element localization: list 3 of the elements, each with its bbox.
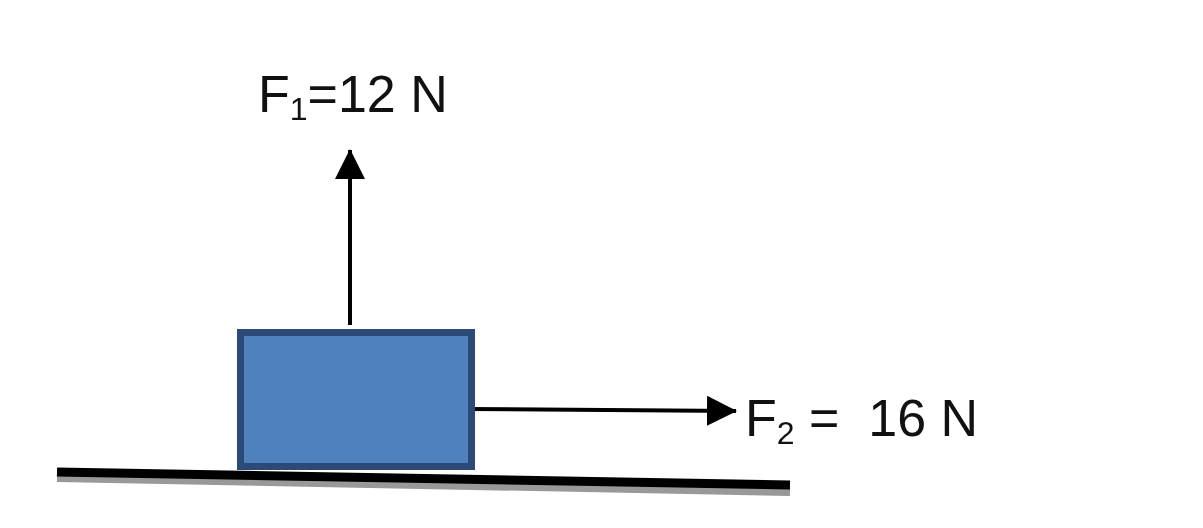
force-label: F$_{1}$=12 N: [258, 68, 448, 125]
block: [237, 329, 475, 470]
force-label: F$_{2}$ = 16 N: [745, 392, 979, 449]
